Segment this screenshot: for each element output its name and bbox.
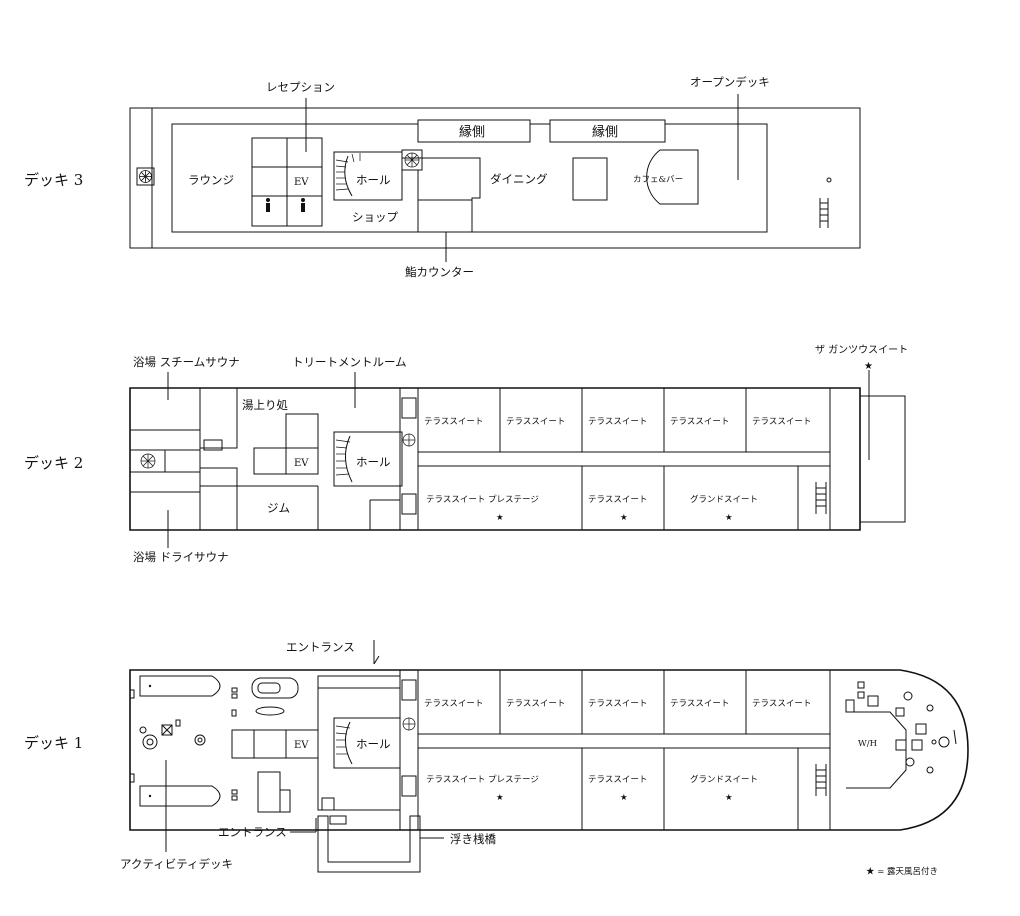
stair-icon xyxy=(335,721,353,765)
deck-1: デッキ 1 エントランス EV アクティビテ xyxy=(24,640,969,873)
suite-label: グランドスイート xyxy=(690,494,758,505)
suite-label: テラススイート xyxy=(588,495,647,505)
entrance-top-label: エントランス xyxy=(286,640,355,654)
shop-label: ショップ xyxy=(352,210,398,224)
box-icon xyxy=(161,724,173,736)
deck-3: デッキ 3 EV レセプション ラウンジ xyxy=(24,75,861,279)
open-air-bath-star: ★ xyxy=(620,793,628,803)
open-air-bath-star: ★ xyxy=(496,793,504,803)
boat-icon xyxy=(139,675,221,697)
yuagari-label: 湯上り処 xyxy=(242,398,288,412)
engawa-label-1: 縁側 xyxy=(459,124,485,140)
deck-2-stern xyxy=(860,395,906,523)
capstan-icon xyxy=(194,734,206,746)
engawa-label-2: 縁側 xyxy=(592,124,618,140)
hall-label: ホール xyxy=(356,455,391,469)
fan-icon xyxy=(402,433,416,447)
suite-label: テラススイート xyxy=(588,699,647,709)
open-air-bath-star: ★ xyxy=(496,513,504,523)
ladder-icon xyxy=(815,482,827,514)
activity-deck-label: アクティビティデッキ xyxy=(120,857,233,871)
kayak-icon xyxy=(255,706,285,716)
restroom-icon xyxy=(266,198,305,212)
sushi-counter-room xyxy=(417,199,473,233)
gantsu-suite-label: ザ ガンツウスイート xyxy=(815,344,908,356)
cafe-bar-room xyxy=(646,149,699,205)
suite-label: テラススイート プレステージ xyxy=(426,775,539,785)
cafe-bar-label: カフェ&バー xyxy=(633,175,683,185)
ladder-icon xyxy=(819,198,829,228)
mast-icon xyxy=(826,177,832,183)
suite-label: テラススイート xyxy=(670,699,729,709)
deck-1-title: デッキ 1 xyxy=(24,734,83,752)
deck-1-hull xyxy=(129,669,969,831)
stair-icon xyxy=(335,435,353,483)
fan-icon xyxy=(139,170,152,183)
suite-label: テラススイート xyxy=(424,417,483,427)
stair-hall xyxy=(333,151,403,201)
ev-label: EV xyxy=(294,740,309,751)
boat-icon xyxy=(139,785,221,807)
suite-label: テラススイート プレステージ xyxy=(426,495,539,505)
tender-boat-icon xyxy=(251,677,299,699)
dining-table xyxy=(572,157,608,201)
legend-open-air-bath: ★ = 露天風呂付き xyxy=(866,866,938,877)
deck-3-hull xyxy=(129,107,861,249)
ev-label: EV xyxy=(294,458,309,469)
suite-label: テラススイート xyxy=(506,699,565,709)
suite-label: テラススイート xyxy=(588,775,647,785)
treatment-room-label: トリートメントルーム xyxy=(292,355,407,369)
open-air-bath-star: ★ xyxy=(620,513,628,523)
dining-label: ダイニング xyxy=(490,172,548,186)
pier-label: 浮き桟橋 xyxy=(450,832,496,846)
floating-pier xyxy=(317,815,421,873)
suite-label: テラススイート xyxy=(506,417,565,427)
wheelhouse-label: W/H xyxy=(858,739,877,749)
fan-icon xyxy=(140,453,156,469)
stair-icon xyxy=(142,734,158,750)
deck-2-hull xyxy=(129,387,861,531)
suite-label: グランドスイート xyxy=(690,774,758,785)
dining-counter xyxy=(401,157,481,201)
engawa-room-1 xyxy=(417,119,531,143)
sushi-counter-label: 鮨カウンター xyxy=(405,265,474,279)
stair-icon xyxy=(335,153,361,197)
open-air-bath-star: ★ xyxy=(725,513,733,523)
deck-2: デッキ 2 浴場 スチームサウナ トリートメントルーム ザ ガンツウスイート ★ xyxy=(24,344,908,564)
engawa-room-2 xyxy=(549,119,666,143)
open-air-bath-star: ★ xyxy=(725,793,733,803)
fan-icon xyxy=(404,152,420,168)
hall-label: ホール xyxy=(356,737,391,751)
lounge-label: ラウンジ xyxy=(188,173,234,187)
hall-label: ホール xyxy=(356,173,391,187)
reception-label: レセプション xyxy=(266,80,335,94)
ev-label: EV xyxy=(294,177,309,188)
suite-label: テラススイート xyxy=(670,417,729,427)
gantsu-suite-star: ★ xyxy=(864,361,873,372)
deck-3-title: デッキ 3 xyxy=(24,171,83,189)
stair-hall xyxy=(333,431,403,487)
suite-label: テラススイート xyxy=(588,417,647,427)
open-deck-label: オープンデッキ xyxy=(690,75,770,89)
suite-label: テラススイート xyxy=(752,417,811,427)
fan-icon xyxy=(402,717,416,731)
fan-icon xyxy=(136,167,155,186)
suite-label: テラススイート xyxy=(424,699,483,709)
ladder-icon xyxy=(815,764,827,796)
bath-steam-label: 浴場 スチームサウナ xyxy=(133,355,240,369)
bath-dry-label: 浴場 ドライサウナ xyxy=(133,550,229,564)
gym-label: ジム xyxy=(267,501,290,515)
entrance-side-label: エントランス xyxy=(218,825,287,839)
suite-label: テラススイート xyxy=(752,699,811,709)
deck-2-title: デッキ 2 xyxy=(24,454,83,472)
